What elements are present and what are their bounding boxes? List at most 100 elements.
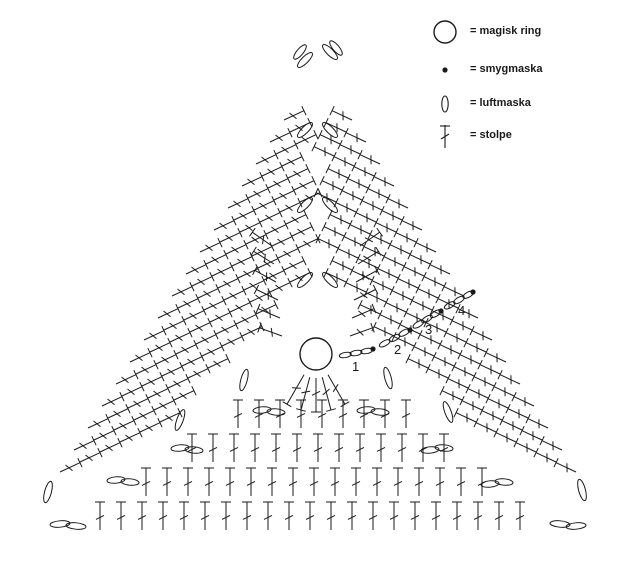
double-crochet [415,283,439,299]
double-crochet [410,501,420,530]
double-crochet [505,403,529,419]
double-crochet [429,305,453,321]
double-crochet [59,457,83,473]
double-crochet [242,501,252,530]
chain-stitch [120,478,140,486]
double-crochet [387,239,411,255]
slip-stitch [370,346,376,352]
double-crochet [368,501,378,530]
double-crochet [173,385,197,401]
double-crochet [359,227,383,247]
double-crochet [311,141,335,157]
double-crochet [254,399,264,428]
double-crochet [414,467,424,496]
double-crochet [353,284,379,301]
double-crochet [335,243,359,259]
double-crochet [349,265,373,281]
double-crochet [288,467,298,496]
row-number-2: 2 [394,342,401,357]
double-crochet [457,349,481,365]
double-crochet [121,381,145,397]
double-crochet [245,229,269,245]
double-crochet [213,215,237,231]
double-crochet [143,325,167,341]
legend-label: = luftmaska [470,97,531,109]
double-crochet [494,501,504,530]
double-crochet [393,227,417,243]
double-crochet [87,413,111,429]
double-crochet [391,331,415,347]
double-crochet [525,413,549,429]
magic-ring [299,337,333,371]
legend-label: = smygmaska [470,63,543,75]
double-crochet [231,251,255,267]
double-crochet [246,467,256,496]
double-crochet [355,433,365,462]
double-crochet [376,433,386,462]
double-crochet [359,195,383,211]
double-crochet [113,415,137,431]
double-crochet [253,284,279,301]
double-crochet [275,139,299,155]
double-crochet [473,417,497,433]
double-crochet [357,149,381,165]
double-crochet [349,322,375,337]
double-crochet [477,359,501,375]
double-crochet [479,405,503,421]
double-crochet [267,467,277,496]
double-crochet [377,309,401,325]
double-crochet [233,205,257,221]
double-crochet [389,501,399,530]
double-crochet [326,501,336,530]
double-crochet [137,501,147,530]
double-crochet [337,139,361,155]
double-crochet [221,331,245,347]
double-crochet [271,231,295,247]
double-crochet [347,219,371,235]
double-crochet [163,315,187,331]
double-crochet [359,399,369,428]
double-crochet [343,127,367,143]
double-crochet [311,378,321,413]
double-crochet [456,467,466,496]
double-crochet [441,281,465,297]
double-crochet [483,347,507,363]
stitch-lines [59,105,577,530]
double-crochet [205,249,229,265]
legend-label: = magisk ring [470,25,542,37]
chain-stitch [443,301,456,310]
chain-stitch [349,349,363,357]
double-crochet [161,361,185,377]
double-crochet [251,241,275,257]
double-crochet [397,433,407,462]
double-crochet [327,374,350,408]
chain-stitch [370,408,390,416]
double-crochet [511,391,535,407]
double-crochet [372,467,382,496]
double-crochet [287,163,311,179]
double-crochet [223,285,247,301]
double-crochet [371,171,395,187]
double-crochet [421,271,445,287]
double-crochet [351,303,377,319]
double-crochet [285,209,309,225]
double-crochet [119,427,143,443]
double-crochet [183,467,193,496]
double-crochet [233,399,243,428]
chain-stitch [266,408,286,416]
double-crochet [334,433,344,462]
double-crochet [338,399,348,428]
double-crochet [497,369,521,385]
double-crochet [250,246,275,265]
double-crochet [243,275,267,291]
double-crochet [343,277,367,293]
double-crochet [459,395,483,411]
double-crochet [209,307,233,323]
double-crochet [167,373,191,389]
double-crochet [451,361,475,377]
double-crochet [217,273,241,289]
chain-stitch [297,52,313,68]
double-crochet [331,151,355,167]
double-crochet [435,467,445,496]
double-crochet [317,399,327,428]
